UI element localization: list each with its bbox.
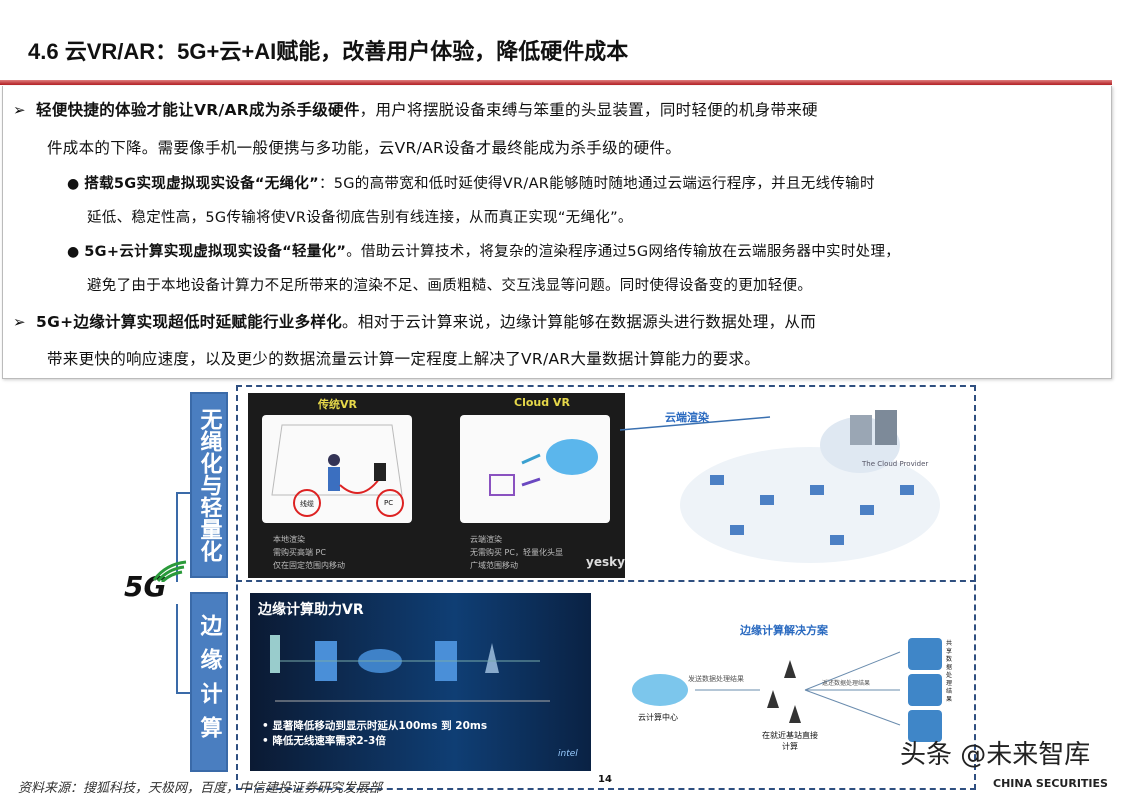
cable-tag: 线缆: [300, 500, 314, 508]
point-text: 降低无线速率需求2-3倍: [272, 735, 386, 747]
bullet-cont: 带来更快的响应速度，以及更少的数据流量云计算一定程度上解决了VR/AR大量数据计…: [47, 350, 761, 368]
source-note: 资料来源：搜狐科技，天极网，百度，中信建投证券研究发展部: [18, 781, 383, 796]
cloud-center-label: 云计算中心: [638, 713, 678, 722]
signal-waves-icon: [152, 560, 187, 582]
edge-solution-title: 边缘计算解决方案: [740, 624, 828, 637]
arrow-bullet-icon: ➢: [13, 313, 37, 331]
diagram-divider: [236, 580, 976, 582]
arrow-bullet-icon: ➢: [13, 101, 37, 119]
list-item: 无需购买 PC，轻量化头显: [470, 548, 563, 557]
list-item: 仅在固定范围内移动: [273, 561, 345, 570]
bullet-text: ，用户将摆脱设备束缚与笨重的头显装置，同时轻便的机身带来硬: [359, 101, 818, 119]
edge-vr-title: 边缘计算助力VR: [258, 602, 364, 618]
cloud-provider-label: The Cloud Provider: [862, 460, 929, 468]
bullet-bold: 轻便快捷的体验才能让VR/AR成为杀手级硬件: [36, 101, 360, 119]
list-item: 云端渲染: [470, 535, 502, 544]
list-item: • 显著降低移动到显示时延从100ms 到 20ms: [262, 720, 488, 732]
cloud-vr-illustration: [460, 415, 610, 523]
watermark: 头条 @未来智库: [900, 740, 1091, 770]
diagram-frame: [236, 385, 976, 790]
bullet-2: ● 搭载5G实现虚拟现实设备“无绳化”：5G的高带宽和低时延使得VR/AR能够随…: [67, 172, 875, 193]
cloud-rendering-label: 云端渲染: [665, 411, 709, 424]
station-label: 在就近基站直接计算: [762, 731, 818, 751]
label-wireless-lightweight: 无绳化与轻量化: [190, 392, 228, 578]
bullet-bold: 搭载5G实现虚拟现实设备“无绳化”: [84, 176, 319, 192]
bullet-1: ➢ 轻便快捷的体验才能让VR/AR成为杀手级硬件，用户将摆脱设备束缚与笨重的头显…: [13, 98, 818, 120]
cloud-vr-list: 云端渲染无需购买 PC，轻量化头显广域范围移动: [470, 533, 563, 572]
traditional-vr-title: 传统VR: [318, 398, 357, 411]
summary-box: ➢ 轻便快捷的体验才能让VR/AR成为杀手级硬件，用户将摆脱设备束缚与笨重的头显…: [2, 86, 1112, 379]
bullet-text: 。相对于云计算来说，边缘计算能够在数据源头进行数据处理，从而: [342, 313, 817, 331]
page-title: 4.6 云VR/AR：5G+云+AI赋能，改善用户体验，降低硬件成本: [28, 39, 629, 64]
list-item: 需购买高端 PC: [273, 548, 326, 557]
traditional-vr-list: 本地渲染需购买高端 PC 仅在固定范围内移动: [273, 533, 345, 572]
cloud-vr-title: Cloud VR: [514, 396, 570, 409]
title-divider: [0, 80, 1112, 85]
page-number: 14: [598, 774, 612, 785]
edge-solution-diagram: 边缘计算解决方案 云计算中心 发送数据处理结果 在就近基站直接计算 返还数据处理…: [600, 590, 970, 770]
dot-bullet-icon: ●: [67, 244, 85, 260]
bullet-text: 。借助云计算技术，将复杂的渲染程序通过5G网络传输放在云端服务器中实时处理，: [346, 244, 901, 260]
label-edge-computing: 边缘计算: [190, 592, 228, 772]
yesky-logo: yesky: [586, 555, 625, 569]
return-label: 返还数据处理结果: [822, 680, 871, 687]
bullet-bold: 5G+云计算实现虚拟现实设备“轻量化”: [84, 244, 347, 260]
dot-bullet-icon: ●: [67, 176, 85, 192]
intel-logo: intel: [558, 749, 578, 759]
traditional-vr-illustration: 线缆 PC: [262, 415, 412, 523]
point-text: 显著降低移动到显示时延从100ms 到 20ms: [272, 720, 488, 732]
cloud-network-diagram: [619, 410, 940, 563]
bullet-text: ：5G的高带宽和低时延使得VR/AR能够随时随地通过云端运行程序，并且无线传输时: [318, 176, 875, 192]
edge-vr-points: • 显著降低移动到显示时延从100ms 到 20ms • 降低无线速率需求2-3倍: [262, 719, 487, 749]
bullet-cont: 延低、稳定性高，5G传输将使VR设备彻底告别有线连接，从而真正实现“无绳化”。: [87, 210, 633, 226]
edge-vr-image: 边缘计算助力VR • 显著降低移动到显示时延从100ms 到 20ms • 降低无…: [250, 593, 591, 771]
bullet-3: ● 5G+云计算实现虚拟现实设备“轻量化”。借助云计算技术，将复杂的渲染程序通过…: [67, 240, 900, 261]
bullet-cont: 件成本的下降。需要像手机一般便携与多功能，云VR/AR设备才最终能成为杀手级的硬…: [47, 139, 682, 157]
list-item: • 降低无线速率需求2-3倍: [262, 735, 386, 747]
share-label: 共享数据处理结果: [946, 640, 953, 703]
watermark-sub: CHINA SECURITIES: [993, 777, 1108, 790]
send-label: 发送数据处理结果: [688, 675, 744, 683]
bracket-top: [176, 492, 190, 582]
bullet-cont: 避免了由于本地设备计算力不足所带来的渲染不足、画质粗糙、交互浅显等问题。同时使得…: [87, 278, 813, 294]
bullet-4: ➢ 5G+边缘计算实现超低时延赋能行业多样化。相对于云计算来说，边缘计算能够在数…: [13, 310, 816, 332]
bracket-bottom: [176, 604, 190, 694]
list-item: 广域范围移动: [470, 561, 518, 570]
list-item: 本地渲染: [273, 535, 305, 544]
vr-comparison-image: 传统VR Cloud VR 线缆 PC 本地渲染需购买高端 PC 仅在固定范围内移…: [248, 393, 625, 578]
bullet-bold: 5G+边缘计算实现超低时延赋能行业多样化: [36, 313, 343, 331]
pc-tag: PC: [384, 499, 394, 507]
